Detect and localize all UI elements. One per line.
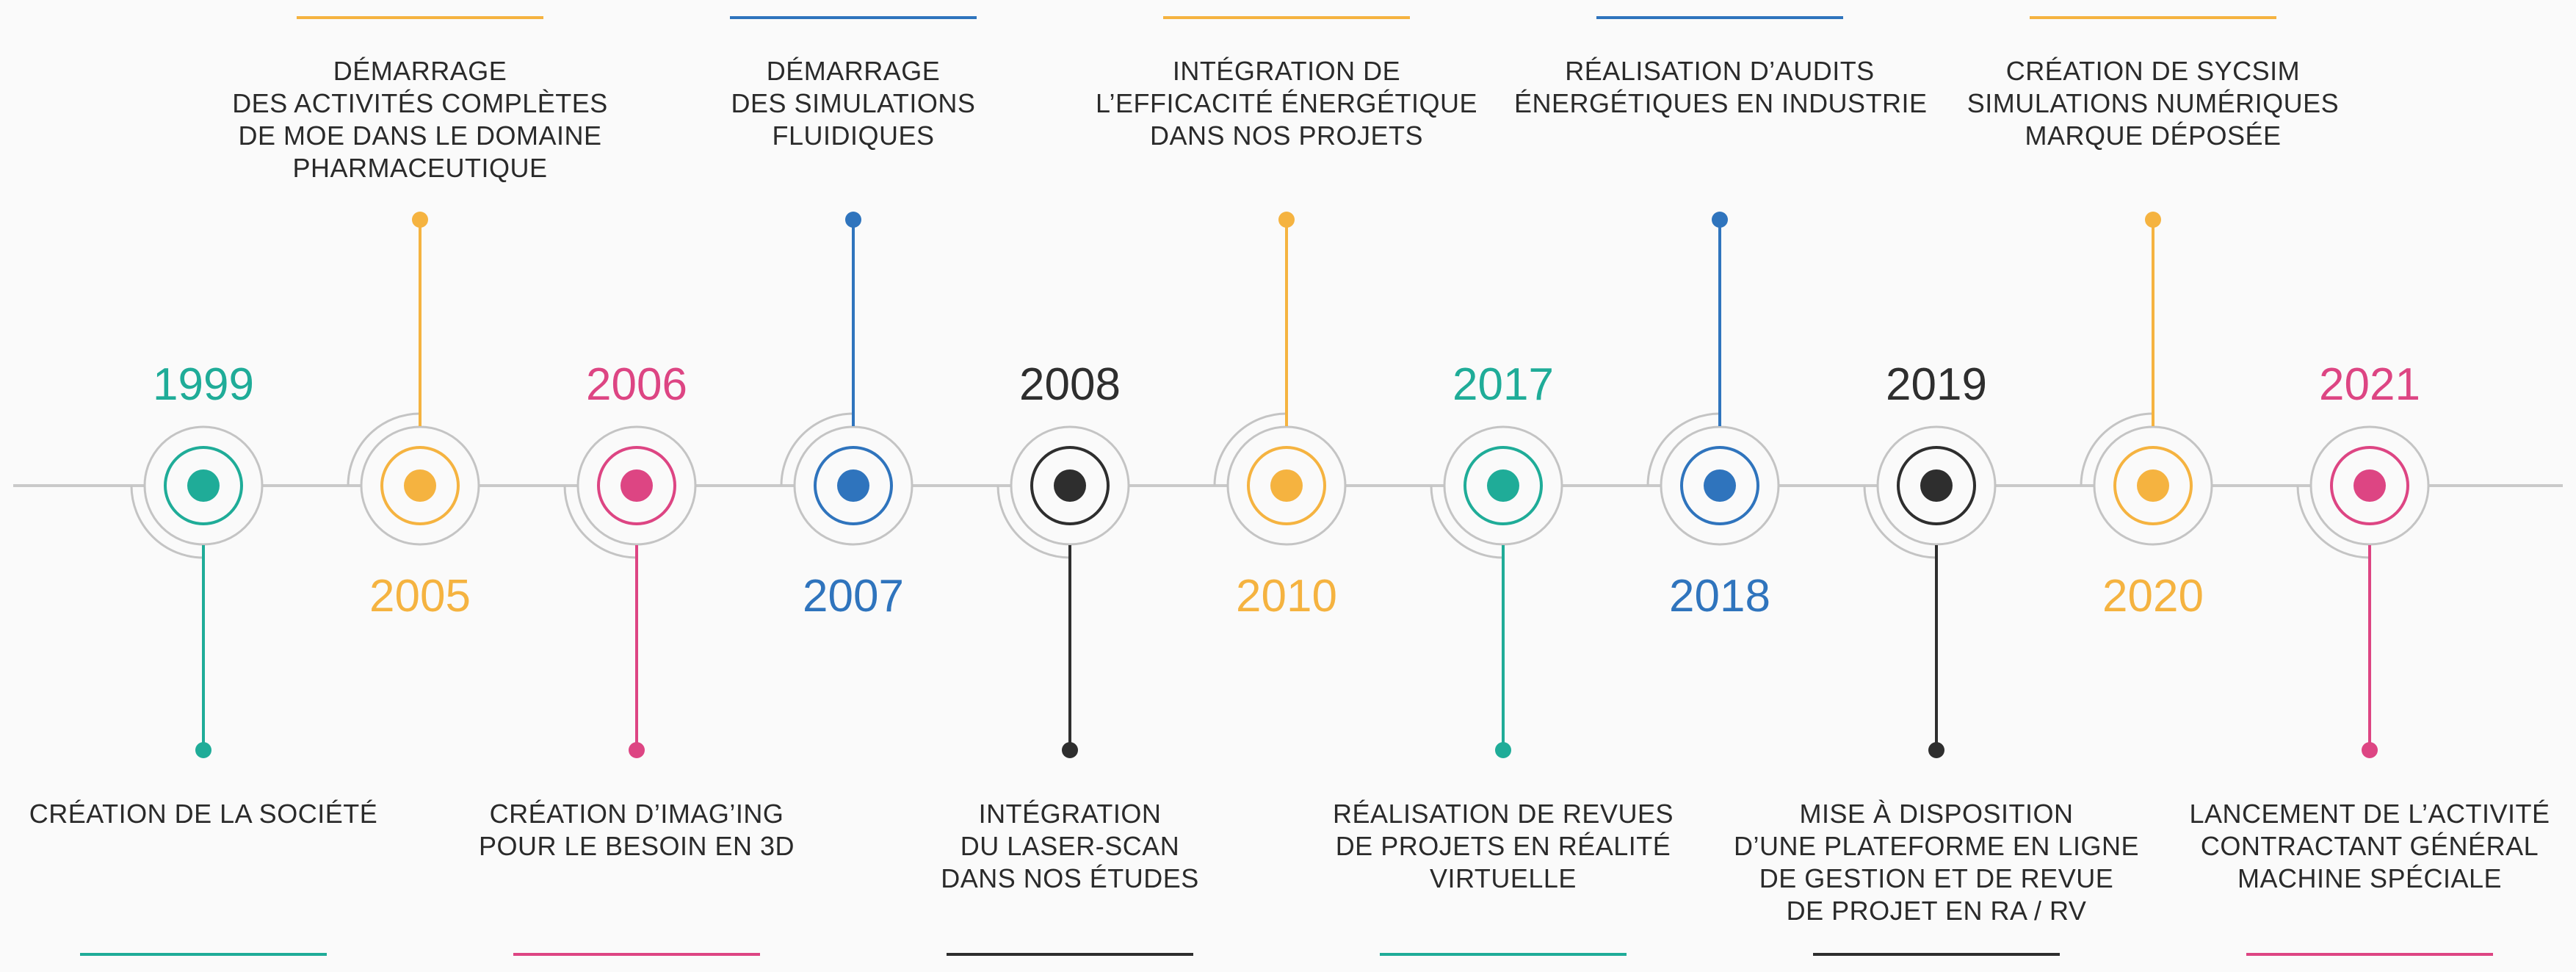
milestone-dot	[837, 469, 869, 502]
milestone-description-line: DE GESTION ET DE REVUE	[1759, 863, 2114, 893]
milestone-dot	[1920, 469, 1953, 502]
milestone-description-line: DE PROJETS EN RÉALITÉ	[1335, 831, 1671, 861]
milestone-description-line: INTÉGRATION	[978, 799, 1162, 829]
milestone-description-line: PHARMACEUTIQUE	[292, 153, 548, 183]
connector-end-dot	[629, 742, 645, 758]
milestone-year: 2005	[369, 571, 471, 622]
milestone-dot	[187, 469, 220, 502]
decorative-arc	[347, 412, 421, 486]
milestone-description-line: CRÉATION D’IMAG’ING	[489, 799, 784, 829]
milestone-description-line: MISE À DISPOSITION	[1799, 799, 2074, 829]
milestone-dot	[2354, 469, 2386, 502]
milestone-year: 2020	[2102, 571, 2204, 622]
milestone-dot	[1704, 469, 1736, 502]
milestone-description-line: CONTRACTANT GÉNÉRAL	[2200, 831, 2539, 861]
milestone-description-line: POUR LE BESOIN EN 3D	[478, 831, 795, 861]
connector-end-dot	[1712, 212, 1728, 228]
milestone-year: 1999	[153, 359, 254, 410]
milestone-description-line: RÉALISATION D’AUDITS	[1565, 56, 1875, 86]
milestone-year: 2010	[1236, 571, 1337, 622]
milestone-description-line: RÉALISATION DE REVUES	[1333, 799, 1674, 829]
milestone-dot	[1487, 469, 1519, 502]
connector-end-dot	[845, 212, 861, 228]
decorative-arc	[2080, 412, 2154, 486]
milestone-description-line: SIMULATIONS NUMÉRIQUES	[1967, 88, 2340, 118]
decorative-arc	[1430, 485, 1504, 559]
milestone-description-line: DANS NOS ÉTUDES	[941, 863, 1199, 893]
milestone-year: 2019	[1886, 359, 1987, 410]
milestone-year: 2018	[1669, 571, 1770, 622]
milestone-description-line: LANCEMENT DE L’ACTIVITÉ	[2189, 799, 2550, 829]
milestone-description-line: MACHINE SPÉCIALE	[2237, 863, 2503, 893]
milestone-description-line: INTÉGRATION DE	[1172, 56, 1401, 86]
decorative-arc	[1646, 412, 1721, 486]
milestone-description-line: MARQUE DÉPOSÉE	[2025, 120, 2282, 151]
milestone-description-line: D’UNE PLATEFORME EN LIGNE	[1734, 831, 2139, 861]
connector-end-dot	[1928, 742, 1944, 758]
decorative-arc	[563, 485, 637, 559]
milestone-dot	[1054, 469, 1086, 502]
decorative-arc	[780, 412, 854, 486]
decorative-arc	[130, 485, 204, 559]
milestone-description-line: DES SIMULATIONS	[731, 88, 976, 118]
milestone-year: 2021	[2319, 359, 2420, 410]
milestone-description-line: DE MOE DANS LE DOMAINE	[238, 120, 602, 151]
milestone-description-line: DES ACTIVITÉS COMPLÈTES	[232, 88, 608, 118]
milestone-description-line: ÉNERGÉTIQUES EN INDUSTRIE	[1514, 88, 1928, 118]
connector-end-dot	[1062, 742, 1078, 758]
milestone-year: 2007	[803, 571, 904, 622]
milestone-year: 2008	[1019, 359, 1121, 410]
milestone-year: 2017	[1452, 359, 1554, 410]
milestone-description-line: DÉMARRAGE	[333, 56, 507, 86]
milestone-description-line: DANS NOS PROJETS	[1149, 120, 1424, 151]
milestone-description-line: VIRTUELLE	[1430, 863, 1577, 893]
connector-end-dot	[1495, 742, 1511, 758]
decorative-arc	[996, 485, 1071, 559]
milestone-description-line: CRÉATION DE LA SOCIÉTÉ	[29, 799, 378, 829]
milestone-dot	[2137, 469, 2169, 502]
milestone-dot	[404, 469, 436, 502]
decorative-arc	[1863, 485, 1937, 559]
milestone-description-line: DÉMARRAGE	[766, 56, 941, 86]
decorative-arc	[1213, 412, 1287, 486]
decorative-arc	[2296, 485, 2370, 559]
connector-end-dot	[412, 212, 428, 228]
milestone-dot	[1270, 469, 1303, 502]
connector-end-dot	[2362, 742, 2378, 758]
connector-end-dot	[1278, 212, 1295, 228]
milestone-dot	[621, 469, 653, 502]
milestone-description-line: L’EFFICACITÉ ÉNERGÉTIQUE	[1095, 88, 1478, 118]
milestone-year: 2006	[586, 359, 687, 410]
milestone-description: CRÉATION DE LA SOCIÉTÉ	[0, 798, 409, 830]
connector-end-dot	[195, 742, 211, 758]
connector-end-dot	[2145, 212, 2161, 228]
milestone-description-line: DE PROJET EN RA / RV	[1786, 896, 2087, 926]
milestone-description-line: CRÉATION DE SYCSIM	[2005, 56, 2301, 86]
milestone-description-line: DU LASER-SCAN	[960, 831, 1180, 861]
milestone-description-line: FLUIDIQUES	[772, 120, 935, 151]
